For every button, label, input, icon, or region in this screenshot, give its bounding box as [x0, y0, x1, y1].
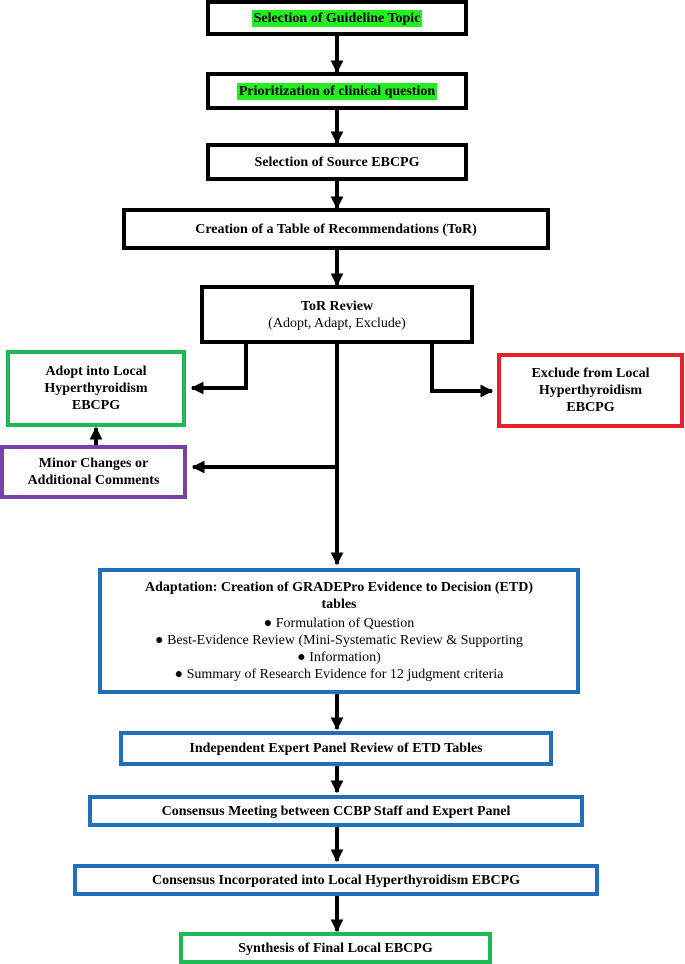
exclude-line-2: Hyperthyroidism — [538, 383, 643, 398]
adopt-line-1: Adopt into Local — [45, 364, 147, 379]
step-adopt: Adopt into Local Hyperthyroidism EBCPG — [6, 350, 186, 427]
arrow-review-to-exclude — [430, 343, 494, 398]
adopt-line-2: Hyperthyroidism — [44, 381, 148, 396]
step-prioritization-label: Prioritization of clinical question — [236, 82, 438, 100]
step-guideline-topic-label: Selection of Guideline Topic — [251, 9, 423, 27]
tor-review-options: (Adopt, Adapt, Exclude) — [268, 315, 406, 331]
step-source-selection: Selection of Source EBCPG — [206, 143, 468, 181]
step-prioritization: Prioritization of clinical question — [206, 72, 468, 110]
arrow-review-to-adopt — [190, 343, 248, 395]
exclude-line-3: EBCPG — [566, 400, 615, 415]
adaptation-bullet-continuation: Information) — [155, 649, 523, 666]
adaptation-bullet: Summary of Research Evidence for 12 judg… — [155, 666, 523, 683]
adaptation-bullet-list: Formulation of Question Best-Evidence Re… — [155, 615, 523, 683]
step-consensus-incorporated-label: Consensus Incorporated into Local Hypert… — [151, 872, 521, 888]
step-consensus-incorporated: Consensus Incorporated into Local Hypert… — [73, 864, 599, 896]
adaptation-bullet: Best-Evidence Review (Mini-Systematic Re… — [155, 632, 523, 649]
step-panel-review-label: Independent Expert Panel Review of ETD T… — [189, 741, 483, 756]
adaptation-title-2: tables — [321, 597, 357, 612]
step-tor-review: ToR Review (Adopt, Adapt, Exclude) — [200, 285, 474, 344]
step-final-synthesis-label: Synthesis of Final Local EBCPG — [238, 940, 433, 956]
adaptation-title-1: Adaptation: Creation of GRADEPro Evidenc… — [145, 580, 533, 595]
adopt-line-3: EBCPG — [71, 398, 121, 413]
step-tor-creation: Creation of a Table of Recommendations (… — [122, 208, 550, 250]
exclude-line-1: Exclude from Local — [531, 366, 650, 381]
step-guideline-topic: Selection of Guideline Topic — [206, 0, 468, 36]
step-final-synthesis: Synthesis of Final Local EBCPG — [179, 932, 492, 964]
step-panel-review: Independent Expert Panel Review of ETD T… — [119, 731, 553, 766]
minor-line-2: Additional Comments — [27, 473, 160, 488]
step-consensus-meeting: Consensus Meeting between CCBP Staff and… — [88, 795, 584, 827]
step-minor-changes: Minor Changes or Additional Comments — [0, 445, 187, 499]
adaptation-bullet: Formulation of Question — [155, 615, 523, 632]
step-adaptation: Adaptation: Creation of GRADEPro Evidenc… — [98, 568, 580, 694]
minor-line-1: Minor Changes or — [38, 456, 149, 471]
step-source-selection-label: Selection of Source EBCPG — [254, 154, 420, 170]
step-tor-creation-label: Creation of a Table of Recommendations (… — [195, 221, 477, 237]
step-consensus-meeting-label: Consensus Meeting between CCBP Staff and… — [161, 803, 511, 819]
tor-review-title: ToR Review — [300, 298, 374, 314]
step-exclude: Exclude from Local Hyperthyroidism EBCPG — [497, 353, 684, 428]
